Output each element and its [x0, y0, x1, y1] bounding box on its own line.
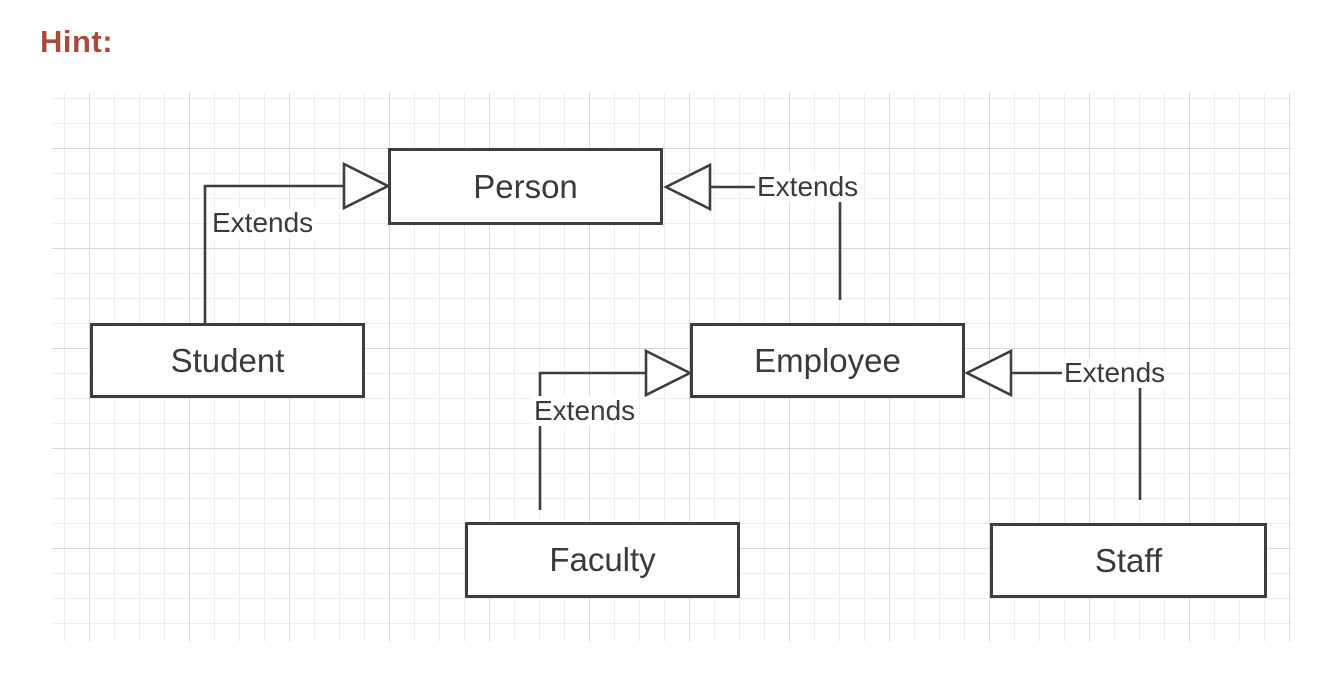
- class-box-label-student: Student: [170, 341, 285, 379]
- edge-faculty-extends-employee: [538, 371, 646, 510]
- class-box-label-person: Person: [473, 167, 578, 205]
- edge-label-student-extends-person: Extends: [210, 207, 316, 238]
- edge-label-faculty-extends-employee: Extends: [532, 395, 638, 426]
- inheritance-arrow-icon-employee-extends-person: [663, 162, 712, 212]
- class-box-label-faculty: Faculty: [549, 541, 656, 578]
- class-box-student: Student: [90, 323, 365, 398]
- inheritance-arrow-icon-staff-extends-employee: [964, 348, 1013, 398]
- class-box-label-employee: Employee: [754, 341, 901, 379]
- class-box-staff: Staff: [990, 523, 1267, 598]
- edge-student-extends-person: [203, 184, 344, 323]
- class-box-employee: Employee: [690, 323, 965, 398]
- class-box-faculty: Faculty: [465, 522, 740, 598]
- edge-label-staff-extends-employee: Extends: [1062, 357, 1168, 388]
- class-box-person: Person: [388, 148, 663, 225]
- edge-label-employee-extends-person: Extends: [755, 171, 861, 202]
- inheritance-arrow-icon-student-extends-person: [342, 161, 391, 211]
- inheritance-arrow-icon-faculty-extends-employee: [644, 348, 693, 398]
- hint-heading: Hint:: [40, 24, 114, 59]
- class-box-label-staff: Staff: [1094, 541, 1163, 579]
